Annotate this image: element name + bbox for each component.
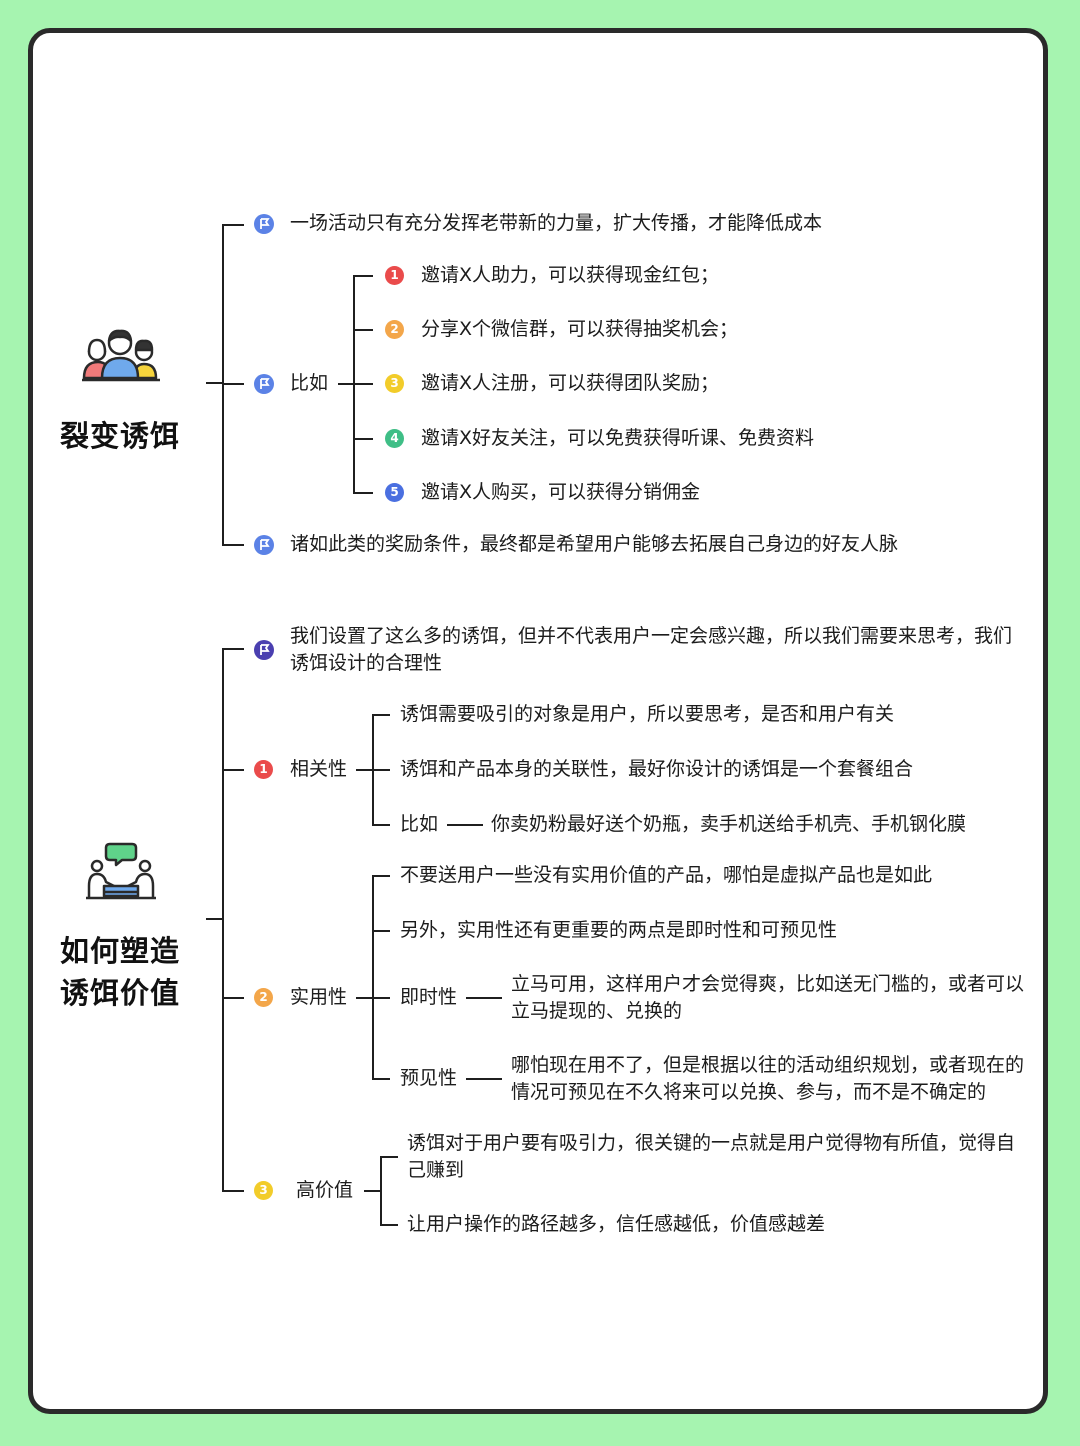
connector (222, 1190, 244, 1192)
connector (372, 714, 390, 716)
connector (466, 1078, 502, 1080)
connector (222, 997, 244, 999)
section1-example-label: 比如 (290, 372, 329, 394)
relevance-example-text: 你卖奶粉最好送个奶瓶，卖手机送给手机壳、手机钢化膜 (491, 813, 967, 835)
high-value-item: 让用户操作的路径越多，信任感越低，价值感越差 (407, 1213, 826, 1235)
connector (206, 382, 223, 384)
connector (364, 1190, 381, 1192)
section2-title-line2: 诱饵价值 (60, 976, 181, 1010)
connector (353, 329, 373, 331)
connector (206, 918, 223, 920)
number-4-badge: 4 (385, 429, 404, 448)
practical-item: 不要送用户一些没有实用价值的产品，哪怕是虚拟产品也是如此 (400, 864, 933, 886)
section1-item1: 一场活动只有充分发挥老带新的力量，扩大传播，才能降低成本 (290, 212, 823, 234)
number-1-badge: 1 (385, 266, 404, 285)
foresee-text: 哪怕现在用不了，但是根据以往的活动组织规划，或者现在的情况可预见在不久将来可以兑… (511, 1054, 1025, 1103)
high-value-label: 高价值 (296, 1179, 354, 1201)
example-item: 分享X个微信群，可以获得抽奖机会； (421, 318, 739, 340)
connector (222, 648, 244, 650)
connector (380, 1156, 398, 1158)
practical-item: 另外，实用性还有更重要的两点是即时性和可预见性 (400, 919, 838, 941)
connector (380, 1156, 382, 1225)
number-5-badge: 5 (385, 483, 404, 502)
example-item: 邀请X好友关注，可以免费获得听课、免费资料 (421, 427, 815, 449)
connector (222, 224, 244, 226)
connector (353, 275, 373, 277)
connector (222, 648, 224, 1191)
discussion-meeting-icon (86, 842, 156, 900)
flag-icon (254, 374, 274, 394)
connector (222, 383, 244, 385)
people-group-icon (82, 329, 160, 382)
section2-title-line1: 如何塑造 (60, 934, 181, 968)
flag-icon (254, 535, 274, 555)
connector (380, 1224, 398, 1226)
connector (447, 824, 483, 826)
immediacy-text: 立马可用，这样用户才会觉得爽，比如送无门槛的，或者可以立马提现的、兑换的 (511, 973, 1025, 1022)
connector (353, 383, 373, 385)
connector (372, 875, 390, 877)
immediacy-label: 即时性 (400, 986, 458, 1008)
example-item: 邀请X人注册，可以获得团队奖励； (421, 372, 720, 394)
connector (222, 224, 224, 546)
section2-intro: 我们设置了这么多的诱饵，但并不代表用户一定会感兴趣，所以我们需要来思考，我们诱饵… (290, 625, 1013, 674)
connector (372, 824, 390, 826)
connector (372, 875, 374, 1079)
number-2-badge: 2 (385, 320, 404, 339)
number-3-badge: 3 (254, 1181, 273, 1200)
foresee-label: 预见性 (400, 1067, 458, 1089)
connector (356, 997, 373, 999)
practical-label: 实用性 (290, 986, 348, 1008)
flag-icon (254, 640, 274, 660)
connector (338, 383, 354, 385)
relevance-item: 诱饵需要吸引的对象是用户，所以要思考，是否和用户有关 (400, 703, 895, 725)
mindmap-card (28, 28, 1048, 1414)
example-item: 邀请X人助力，可以获得现金红包； (421, 264, 720, 286)
number-2-badge: 2 (254, 988, 273, 1007)
flag-icon (254, 214, 274, 234)
connector (466, 997, 502, 999)
connector (353, 438, 373, 440)
connector (372, 1078, 390, 1080)
connector (372, 997, 390, 999)
high-value-item: 诱饵对于用户要有吸引力，很关键的一点就是用户觉得物有所值，觉得自己赚到 (407, 1132, 1016, 1181)
connector (372, 769, 390, 771)
section1-title: 裂变诱饵 (60, 419, 181, 453)
section1-item3: 诸如此类的奖励条件，最终都是希望用户能够去拓展自己身边的好友人脉 (290, 533, 899, 555)
connector (372, 930, 390, 932)
number-1-badge: 1 (254, 760, 273, 779)
connector (222, 544, 244, 546)
relevance-label: 相关性 (290, 758, 348, 780)
relevance-item: 诱饵和产品本身的关联性，最好你设计的诱饵是一个套餐组合 (400, 758, 914, 780)
example-item: 邀请X人购买，可以获得分销佣金 (421, 481, 701, 503)
connector (356, 769, 373, 771)
relevance-example-label: 比如 (400, 813, 439, 835)
connector (353, 492, 373, 494)
connector (222, 769, 244, 771)
number-3-badge: 3 (385, 374, 404, 393)
